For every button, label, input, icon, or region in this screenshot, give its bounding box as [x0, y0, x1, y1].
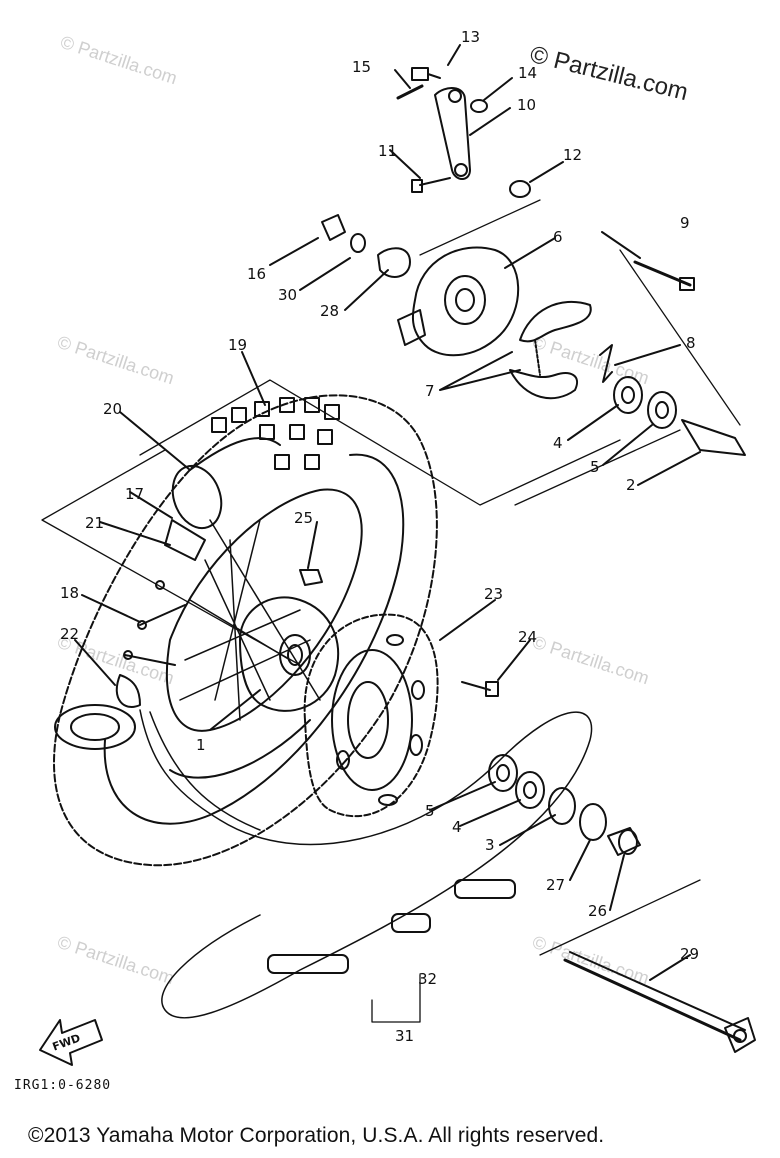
callout-5: 5: [590, 458, 600, 476]
rim-lock: [164, 519, 206, 561]
callout-23: 23: [484, 585, 504, 603]
rear-tire: [53, 394, 438, 867]
callout-5: 5: [425, 802, 435, 820]
callout-25: 25: [294, 509, 314, 527]
callout-4: 4: [452, 818, 462, 836]
brake-shaft: [633, 260, 692, 287]
bearing: [613, 376, 643, 414]
chain-joint: [391, 913, 431, 933]
callout-30: 30: [278, 286, 298, 304]
callout-19: 19: [228, 336, 248, 354]
inner-tube: [171, 464, 223, 530]
callout-27: 27: [546, 876, 566, 894]
callout-8: 8: [686, 334, 696, 352]
callout-26: 26: [588, 902, 608, 920]
callout-14: 14: [518, 64, 538, 82]
callout-17: 17: [125, 485, 145, 503]
callout-9: 9: [680, 214, 690, 232]
rim-strip: [54, 704, 136, 750]
callout-24: 24: [518, 628, 538, 646]
brake-shoe: [509, 369, 578, 400]
callout-16: 16: [247, 265, 267, 283]
chain-puller: [377, 247, 411, 278]
chain-link: [454, 879, 516, 899]
diagram-code: IRG1:0-6280: [14, 1078, 112, 1093]
callout-31: 31: [395, 1027, 415, 1045]
callout-1: 1: [196, 736, 206, 754]
spacer: [548, 787, 576, 825]
drive-chain: [139, 709, 593, 1019]
callout-6: 6: [553, 228, 563, 246]
bearing: [488, 754, 518, 792]
chain-link: [267, 954, 349, 974]
nut: [509, 180, 531, 198]
callout-7: 7: [425, 382, 435, 400]
nut: [299, 569, 323, 586]
callout-20: 20: [103, 400, 123, 418]
callout-21: 21: [85, 514, 105, 532]
fwd-arrow: [39, 1019, 103, 1066]
brake-shoe: [519, 300, 592, 343]
cam-lever: [434, 87, 471, 180]
callout-3: 3: [485, 836, 495, 854]
rim: [166, 488, 363, 732]
callout-12: 12: [563, 146, 583, 164]
pin: [396, 84, 424, 100]
sprocket: [303, 613, 439, 818]
callout-29: 29: [680, 945, 700, 963]
spacer: [681, 419, 746, 456]
callout-22: 22: [60, 625, 80, 643]
callout-15: 15: [352, 58, 372, 76]
callout-32: 32: [418, 970, 438, 988]
callout-13: 13: [461, 28, 481, 46]
brake-spring: [599, 344, 613, 383]
bolt: [411, 67, 429, 81]
bearing: [647, 391, 677, 429]
callout-10: 10: [517, 96, 537, 114]
bearing: [515, 771, 545, 809]
callout-4: 4: [553, 434, 563, 452]
brake-panel: [411, 246, 520, 357]
collar: [607, 827, 641, 856]
callout-2: 2: [626, 476, 636, 494]
washer: [350, 233, 366, 253]
axle-nut: [321, 214, 346, 241]
valve-cap: [115, 674, 141, 708]
collar: [579, 803, 607, 841]
copyright-notice: ©2013 Yamaha Motor Corporation, U.S.A. A…: [28, 1124, 605, 1147]
washer: [470, 99, 488, 113]
tread-block: [211, 417, 227, 433]
callout-28: 28: [320, 302, 340, 320]
axle: [563, 958, 742, 1042]
callout-18: 18: [60, 584, 80, 602]
callout-11: 11: [378, 142, 398, 160]
